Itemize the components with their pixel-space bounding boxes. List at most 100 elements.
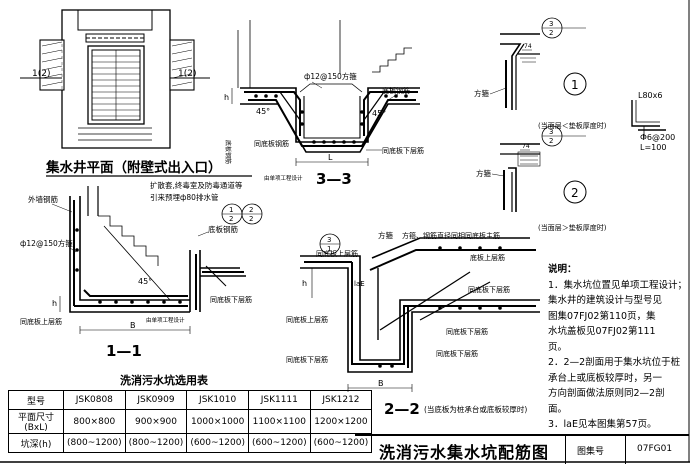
d2-ref-num: 3 (549, 128, 553, 136)
row-label-model: 型号 (8, 390, 64, 410)
note-line: 3．laE见本图集第57页。 (548, 419, 657, 430)
d1-ref-num: 3 (549, 20, 553, 28)
d1-mark-circle (563, 72, 587, 96)
table-cell: (800~1200) (63, 433, 126, 453)
table-cell: 1100×1100 (247, 409, 311, 434)
s11-dim-b: B (130, 321, 136, 330)
selection-table: 型号 JSK0808 JSK0909 JSK1010 JSK1111 JSK12… (8, 390, 373, 453)
d2-dim: 74 (522, 143, 530, 150)
angle-len: L=100 (640, 143, 666, 152)
plan-inner-wall (77, 10, 153, 31)
d1-ref-sub: 2 (549, 29, 553, 37)
table-row: 平面尺寸(BxL) 800×800 900×900 1000×1000 1100… (8, 409, 373, 434)
row-label-depth: 坑深(h) (8, 433, 64, 453)
table-cell: (800~1200) (124, 433, 188, 453)
angle-bar: Ф6@200 (640, 133, 675, 142)
s11-callout-sub: 2 (229, 215, 233, 223)
s11-lower-label: 同底板下层筋 (210, 295, 252, 304)
s11-dim-h: h (52, 299, 57, 308)
s33-lower-label: 同底板下层筋 (382, 146, 424, 155)
title-divider (625, 436, 626, 464)
s33-angle-left: 45° (256, 107, 270, 116)
d1-dim: 74 (524, 43, 532, 50)
notes-block: 说明： 1．集水坑位置见单项工程设计； 集水井的建筑设计与型号见 图集07FJ0… (548, 262, 688, 433)
d2-mark-circle (563, 180, 587, 204)
table-cell: (600~1200) (247, 433, 311, 453)
pit-grate (87, 45, 145, 125)
s11-callout2-num: 2 (249, 206, 253, 214)
note-line: 图集07FJ02第110页，集 (548, 310, 656, 322)
section-3-3: L h ф12@150方箍 底板钢筋 45° 45° 同底板下层筋 同底板钢筋 … (224, 20, 424, 188)
s11-upper-label: 同底板上层筋 (20, 317, 62, 326)
s33-dim-h: h (224, 93, 229, 102)
s11-angle: 45° (138, 277, 152, 286)
note-line: 面。 (548, 403, 568, 415)
note-line: 方向剖面做法原则同2—2剖 (548, 388, 665, 399)
note-line: 页。 (548, 341, 568, 353)
s22-note: (当底板为桩承台或底板较厚时) (424, 404, 527, 414)
s22-square-label: 方箍 (378, 230, 393, 240)
table-row: 型号 JSK0808 JSK0909 JSK1010 JSK1111 JSK12… (8, 390, 373, 410)
s11-pile-label: 由单项工程设计 (146, 316, 185, 324)
s22-lower-c: 同底板下层筋 (436, 349, 478, 358)
atlas-number: 07FG01 (637, 444, 673, 454)
s11-callout-num: 1 (229, 206, 233, 214)
s22-lae: laE (354, 280, 365, 288)
s11-drain-label: 引来预埋ф80排水管 (150, 192, 219, 202)
detail-1: 74 方箍 3 2 1 (当面层＜垫板厚度时) (474, 17, 607, 130)
s22-callout-num: 3 (327, 236, 331, 244)
s22-lower-d: 同底板下层筋 (286, 355, 328, 364)
s22-upper-label: 底板上层筋 (470, 253, 505, 262)
s33-angle-right: 45° (372, 109, 386, 118)
s22-dim-h: h (302, 279, 307, 288)
note-line: 水坑盖板见07FJ02第111 (548, 326, 656, 337)
section-2-2: B h 方箍 方箍、钢筋直径同相同底板主筋 底板上层筋 同底板上层筋 laE 同… (286, 230, 540, 418)
plan-title: 集水井平面（附壁式出入口） (45, 159, 222, 176)
s11-rebar-label: ф12@150方箍 (20, 238, 73, 248)
detail-2: 74 方箍 3 2 2 (当面层＞垫板厚度时) (476, 125, 607, 232)
s11-callout2-sub: 2 (249, 215, 253, 223)
table-cell: JSK1212 (309, 390, 373, 410)
table-cell: 1000×1000 (186, 409, 249, 434)
s33-beam-label: 同底板钢筋 (254, 139, 289, 148)
s11-title: 1—1 (106, 342, 142, 360)
s33-rebar-label: ф12@150方箍 (304, 71, 357, 81)
section-1-1: B h 外墙钢筋 扩散套,终毒室及防毒通道等 引来预埋ф80排水管 底板钢筋 ф… (20, 180, 263, 360)
table-row: 坑深(h) (800~1200) (800~1200) (600~1200) (… (8, 433, 373, 453)
angle-size: L80x6 (638, 91, 662, 100)
d1-mark: 1 (571, 78, 579, 92)
angle-detail: L80x6 Ф6@200 L=100 (631, 91, 675, 152)
s11-base-label: 底板钢筋 (208, 224, 238, 234)
s22-title: 2—2 (384, 400, 420, 418)
row-label-size: 平面尺寸(BxL) (8, 409, 64, 434)
note-line: 集水井的建筑设计与型号见 (548, 295, 663, 306)
d2-note: (当面层＞垫板厚度时) (538, 223, 607, 232)
table-cell: (600~1200) (309, 433, 373, 453)
d1-note: (当面层＜垫板厚度时) (538, 121, 607, 130)
note-line: 承台上或底板较厚时，另一 (548, 372, 663, 384)
s22-lower-a: 同底板下层筋 (468, 285, 510, 294)
notes-title: 说明： (548, 264, 577, 275)
table-cell: JSK0909 (124, 390, 188, 410)
table-cell: (600~1200) (186, 433, 249, 453)
s33-base-rebar: 底板钢筋 (382, 86, 410, 95)
s22-dim-b: B (378, 379, 384, 388)
d2-square: 方箍 (476, 168, 491, 178)
s33-vert-label: 底板钢筋 (224, 140, 232, 164)
table-cell: 1200×1200 (309, 409, 373, 434)
table-cell: JSK0808 (63, 390, 126, 410)
d1-square: 方箍 (474, 88, 489, 98)
s33-dim-l: L (328, 153, 333, 162)
s11-enlarge-label: 扩散套,终毒室及防毒通道等 (150, 180, 243, 190)
s11-outer-label: 外墙钢筋 (28, 194, 58, 204)
note-line: 2．2—2剖面用于集水坑位于桩 (548, 357, 681, 368)
note-line: 1．集水坑位置见单项工程设计； (548, 279, 688, 291)
s22-upper-d: 同底板上层筋 (286, 315, 328, 324)
s22-lower-b: 同底板下层筋 (446, 327, 488, 336)
selection-table-title: 洗消污水坑选用表 (120, 374, 208, 387)
table-cell: 900×900 (124, 409, 188, 434)
plan-section-mark-left: 1(2) (32, 69, 50, 79)
title-divider (565, 436, 566, 464)
s33-title: 3—3 (316, 170, 352, 188)
